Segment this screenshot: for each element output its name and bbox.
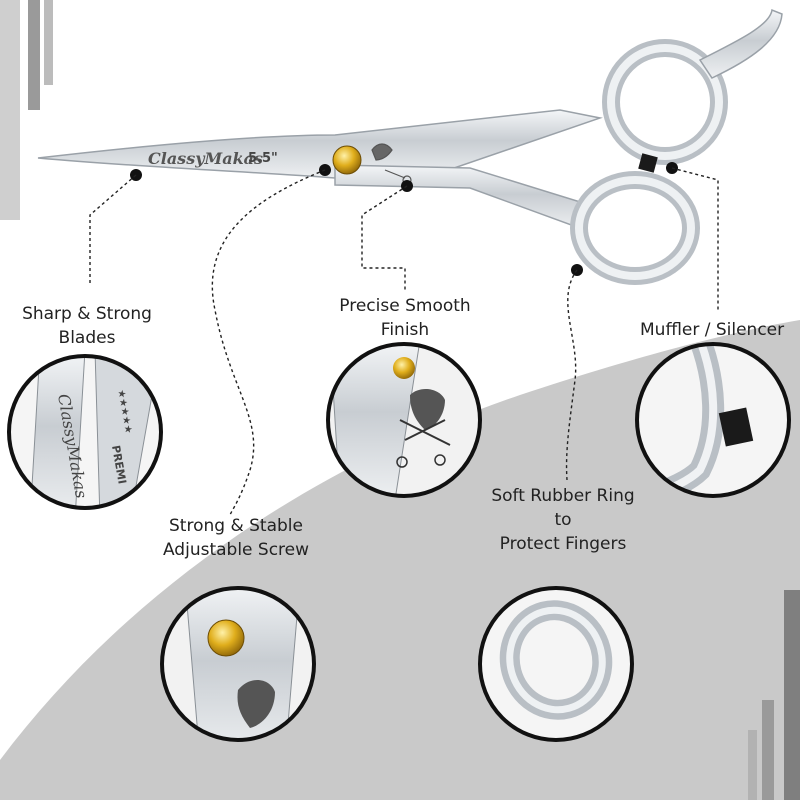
label-line: to	[554, 510, 572, 530]
detail-circle-blades: ClassyMakas ★★★★★ PREMI	[7, 354, 163, 510]
label-line: Protect Fingers	[499, 534, 627, 554]
detail-circle-screw	[160, 586, 316, 742]
label-line: Strong & Stable	[169, 516, 303, 536]
decorative-stripes-bottom-right	[748, 590, 800, 800]
detail-circle-muffler	[635, 342, 791, 498]
svg-text:ClassyMakas: ClassyMakas	[148, 149, 263, 168]
label-line: Soft Rubber Ring	[491, 486, 635, 506]
label-strong-stable-screw: Strong & Stable Adjustable Screw	[156, 514, 316, 562]
scissors-image: ClassyMakas 5.5"	[37, 8, 783, 285]
svg-text:5.5": 5.5"	[248, 151, 278, 166]
detail-circle-finish	[326, 342, 482, 498]
detail-circle-ring	[478, 586, 634, 742]
label-line: Finish	[380, 320, 430, 340]
leader-lines	[89, 167, 719, 516]
label-line: Muffler / Silencer	[640, 320, 785, 340]
label-precise-smooth-finish: Precise Smooth Finish	[330, 294, 480, 342]
label-muffler-silencer: Muffler / Silencer	[640, 318, 800, 342]
label-line: Sharp & Strong	[22, 304, 152, 324]
label-line: Adjustable Screw	[162, 540, 310, 560]
decorative-stripes-top-left	[0, 0, 53, 220]
label-soft-rubber-ring: Soft Rubber Ring to Protect Fingers	[484, 484, 642, 556]
label-line: Precise Smooth	[339, 296, 471, 316]
label-line: Blades	[58, 328, 116, 348]
screw-icon	[332, 145, 362, 175]
label-sharp-strong-blades: Sharp & Strong Blades	[12, 302, 162, 350]
